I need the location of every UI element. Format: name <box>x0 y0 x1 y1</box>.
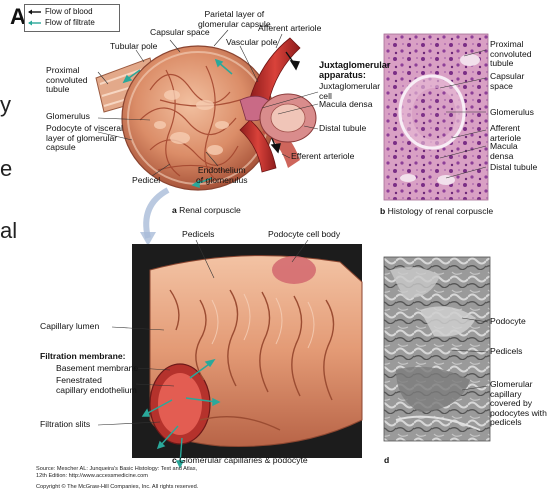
label-juxtaglomerular-apparatus: Juxtaglomerular apparatus: <box>319 60 390 80</box>
sem-micrograph <box>384 257 490 441</box>
label-d-pedicels: Pedicels <box>490 347 522 357</box>
label-b-proximal-tubule: Proximal convoluted tubule <box>490 40 532 69</box>
label-afferent-arteriole: Afferent arteriole <box>258 24 321 34</box>
label-c-fenestrated-endothelium: Fenestrated capillary endothelium <box>56 376 137 395</box>
label-glomerulus: Glomerulus <box>46 112 90 122</box>
label-c-filtration-membrane: Filtration membrane: <box>40 352 125 362</box>
label-endothelium: Endothelium of glomerulus <box>196 166 248 185</box>
label-b-distal-tubule: Distal tubule <box>490 163 537 173</box>
label-distal-tubule: Distal tubule <box>319 124 366 134</box>
caption-d-letter: d <box>384 455 389 465</box>
caption-a: a Renal corpuscle <box>172 205 241 215</box>
label-b-macula-densa: Macula densa <box>490 142 518 161</box>
label-pedicel: Pedicel <box>132 176 160 186</box>
label-vascular-pole: Vascular pole <box>226 38 277 48</box>
label-c-pedicels: Pedicels <box>182 230 214 240</box>
label-podocyte-visceral: Podocyte of visceral layer of glomerular… <box>46 124 123 153</box>
caption-b: b Histology of renal corpuscle <box>380 206 493 216</box>
label-proximal-tubule: Proximal convoluted tubule <box>46 66 88 95</box>
glomerular-capillary-illustration <box>132 244 362 467</box>
label-c-filtration-slits: Filtration slits <box>40 420 90 430</box>
label-d-glomerular-capillary: Glomerular capillary covered by podocyte… <box>490 380 547 428</box>
label-c-podocyte-cell-body: Podocyte cell body <box>268 230 340 240</box>
caption-c: c Glomerular capillaries & podocyte <box>172 455 308 465</box>
source-line-2: 12th Edition: http://www.accessmedicine.… <box>36 473 148 480</box>
copyright-line: Copyright © The McGraw-Hill Companies, I… <box>36 484 198 491</box>
label-tubular-pole: Tubular pole <box>110 42 157 52</box>
label-c-capillary-lumen: Capillary lumen <box>40 322 99 332</box>
caption-c-letter: c <box>172 455 177 465</box>
caption-c-text: Glomerular capillaries & podocyte <box>179 455 308 465</box>
caption-a-letter: a <box>172 205 177 215</box>
caption-b-text: Histology of renal corpuscle <box>388 206 494 216</box>
label-d-podocyte: Podocyte <box>490 317 526 327</box>
label-c-basement-membrane: Basement membrane <box>56 364 138 374</box>
label-capsular-space: Capsular space <box>150 28 210 38</box>
label-efferent-arteriole: Efferent arteriole <box>291 152 354 162</box>
caption-d: d <box>384 455 389 465</box>
histology-micrograph <box>384 34 488 200</box>
label-b-glomerulus: Glomerulus <box>490 108 534 118</box>
caption-b-letter: b <box>380 206 385 216</box>
label-b-capsular-space: Capsular space <box>490 72 524 91</box>
caption-a-text: Renal corpuscle <box>179 205 241 215</box>
source-line-1: Source: Mescher AL: Junqueira's Basic Hi… <box>36 466 197 473</box>
label-macula-densa: Macula densa <box>319 100 373 110</box>
